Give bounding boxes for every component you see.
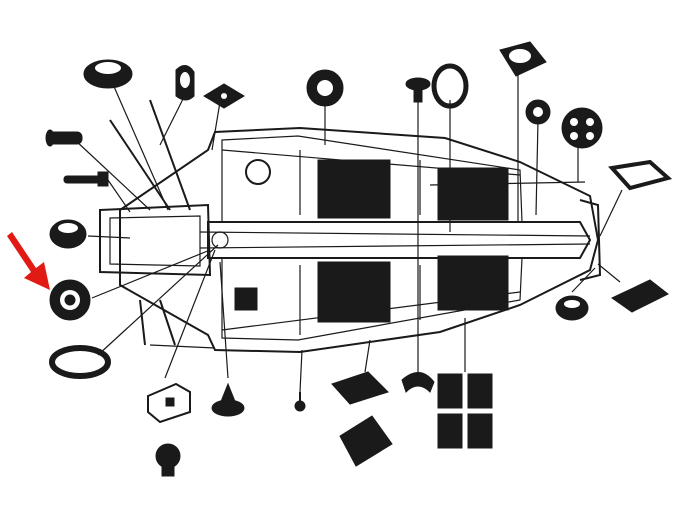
gasket-frame-icon — [608, 159, 673, 191]
rubber-mount-icon — [147, 382, 191, 424]
fitting-icon — [155, 443, 181, 477]
mushroom-bolt-icon — [405, 77, 431, 103]
cone-mount-icon — [211, 382, 245, 417]
tube-grommet-icon — [45, 129, 83, 147]
grommet-small-icon — [525, 99, 551, 125]
square-pad-icon — [203, 83, 245, 109]
screw-icon — [294, 392, 306, 412]
ring-seal-icon — [431, 63, 469, 109]
clamp-icon — [401, 372, 435, 393]
highlighted-grommet-icon — [49, 279, 91, 321]
floor-mats-set-icon — [437, 373, 493, 449]
wedge-pad-icon — [339, 415, 393, 467]
floor-openings — [234, 159, 509, 323]
oval-gasket-icon — [49, 345, 111, 379]
floor-mat-piece-icon — [331, 371, 389, 405]
leader-lines — [74, 72, 623, 393]
hose-grommet-icon — [49, 219, 87, 249]
bushing-icon — [555, 295, 589, 321]
grommet-large-icon — [83, 59, 133, 89]
pointer-arrow-icon — [7, 232, 50, 290]
round-plug-icon — [306, 69, 344, 107]
rubber-bumper-icon — [175, 65, 195, 101]
four-hole-mount-icon — [561, 107, 603, 149]
slide-block-icon — [611, 279, 669, 313]
long-plug-icon — [63, 171, 109, 187]
cylinder-boot-icon — [499, 41, 547, 77]
